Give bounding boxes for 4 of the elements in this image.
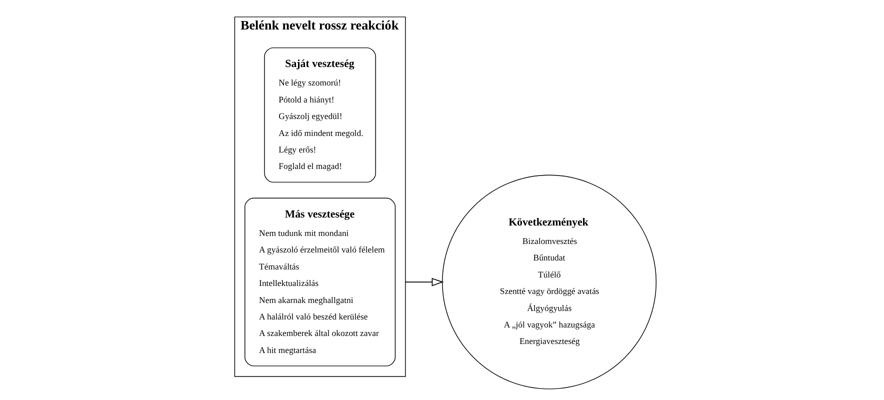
arrow	[404, 278, 444, 286]
node-box: Saját veszteség Ne légy szomorú! Pótold a hiányt! Gyászolj egyedül! Az idő mindent megold. Légy erős! Foglald el magad!	[264, 47, 376, 183]
node-circle: Következmények Bizalomvesztés Bűntudat Túlélő Szentté vagy ördöggé avatás Álgyógyulás A „jól vagyok” hazugsága Energiaveszteség	[442, 174, 656, 390]
node-box: Más vesztesége Nem tudunk mit mondani A gyászoló érzelmeitől való félelem Témaváltás Intellektualizálás Nem akarnak meghallgatni A halálról való beszéd kerülése A szakemberek által okozott zavar A hit megtartása	[244, 198, 396, 366]
